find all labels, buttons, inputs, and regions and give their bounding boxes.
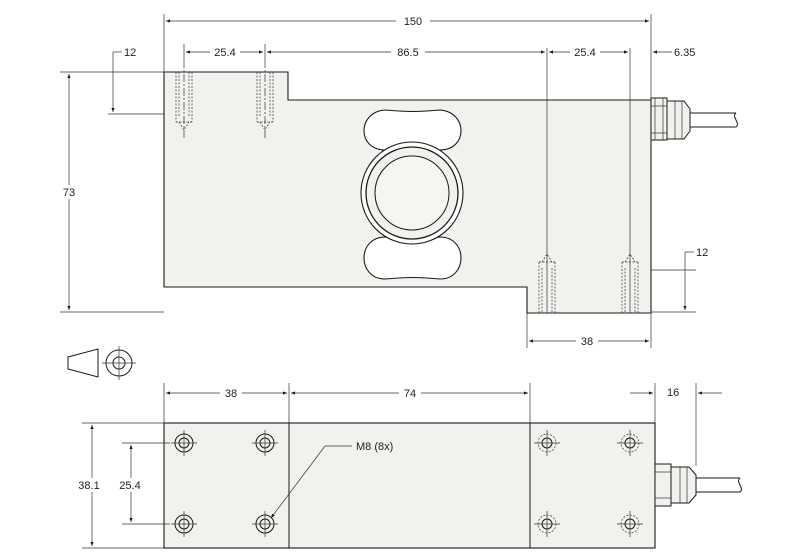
dim-bottom-step-length: 38 [581,336,593,348]
threaded-hole-bottom-1 [538,48,556,313]
dim-hole-spacing-left: 25.4 [214,47,235,59]
hidden-hole-3 [534,511,560,537]
cable-gland-plan [654,463,697,507]
first-angle-projection-icon [67,346,136,380]
mounting-hole-2 [252,430,278,456]
hidden-hole-1 [534,430,560,456]
cable-gland-side [650,97,691,141]
dim-plan-mid-length: 74 [404,388,416,400]
threaded-hole-top-1 [175,60,193,140]
dim-hole-spacing-mid: 86.5 [397,47,418,59]
mounting-hole-4 [252,511,278,537]
dim-cable-length: 16 [667,387,679,399]
dim-top-step-height: 12 [124,47,136,59]
threaded-hole-top-2 [256,60,274,140]
dim-overall-length: 150 [404,16,422,28]
beam-cutout [360,109,464,280]
threaded-hole-bottom-2 [621,48,639,313]
hidden-hole-4 [617,511,643,537]
hidden-hole-2 [617,430,643,456]
dim-bottom-step-height: 12 [696,247,708,259]
mounting-hole-1 [171,430,197,456]
cable-plan [696,477,742,493]
load-cell-body-plan [163,422,656,549]
mounting-hole-3 [171,511,197,537]
dim-plan-left-length: 38 [225,388,237,400]
cable-side [690,112,738,128]
thread-callout: M8 (8x) [356,441,393,453]
dim-overall-height: 73 [63,187,75,199]
plan-view: 38 74 16 38.1 25.4 M8 (8x) [76,383,742,549]
side-view: 150 25.4 86.5 25.4 6.35 12 73 12 38 [58,13,738,348]
dim-plan-hole-spacing: 25.4 [119,480,140,492]
dim-cable-offset: 6.35 [674,47,695,59]
dim-plan-width: 38.1 [78,480,99,492]
dim-hole-spacing-right: 25.4 [574,47,595,59]
